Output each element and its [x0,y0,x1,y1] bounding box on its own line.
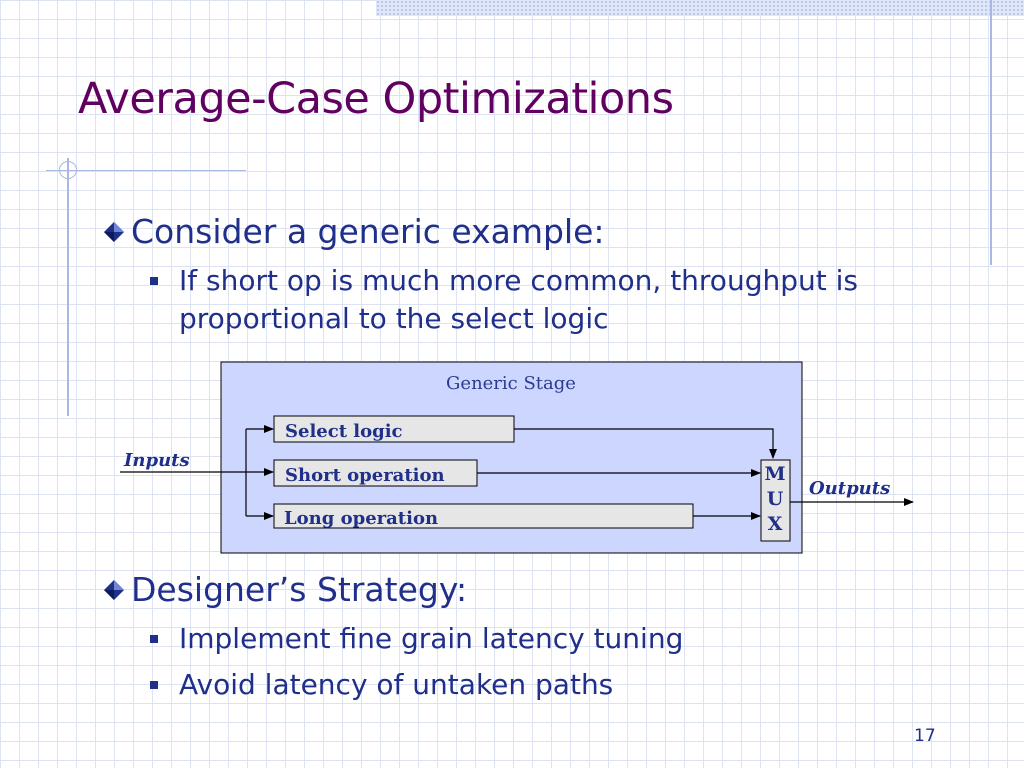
mux-letter-u: U [767,488,784,510]
long-operation-label: Long operation [284,508,438,529]
outputs-label: Outputs [809,478,890,499]
inputs-label: Inputs [123,450,190,471]
mux-box [760,459,791,542]
slide-title: Average-Case Optimizations [78,74,674,124]
square-bullet-icon [150,277,158,285]
mux-letter-x: X [768,513,783,535]
select-logic-box [273,415,515,443]
diamond-bullet-icon [104,221,124,242]
bullet-designer-strategy: Designer’s Strategy: [103,570,467,609]
sub-bullet-line-2: proportional to the select logic [179,302,609,335]
left-decor-line [67,158,69,416]
bullet-text: Consider a generic example: [131,212,605,251]
select-logic-label: Select logic [285,421,403,442]
sub-bullet-line: Implement fine grain latency tuning [179,622,684,655]
square-bullet-icon [150,635,158,643]
sub-bullet-untaken-paths: Avoid latency of untaken paths [150,666,850,706]
short-operation-box [273,459,478,487]
mux-letter-m: M [764,463,785,485]
title-underline-decor [46,170,246,171]
diamond-bullet-icon [104,579,124,600]
sub-bullet-line-1: If short op is much more common, through… [179,264,858,297]
top-decor-band [376,0,1024,16]
stage-label: Generic Stage [446,373,576,394]
bullet-consider-example: Consider a generic example: [103,212,605,251]
select-to-mux-wire [514,428,777,459]
slide-number: 17 [914,726,936,746]
sub-bullet-throughput: If short op is much more common, through… [150,262,950,342]
right-decor-line [990,0,992,265]
decor-circle [59,161,77,179]
sub-bullet-line: Avoid latency of untaken paths [179,668,614,701]
bullet-text: Designer’s Strategy: [131,570,468,609]
square-bullet-icon [150,681,158,689]
sub-bullet-fine-grain: Implement fine grain latency tuning [150,620,850,660]
short-operation-label: Short operation [285,465,445,486]
